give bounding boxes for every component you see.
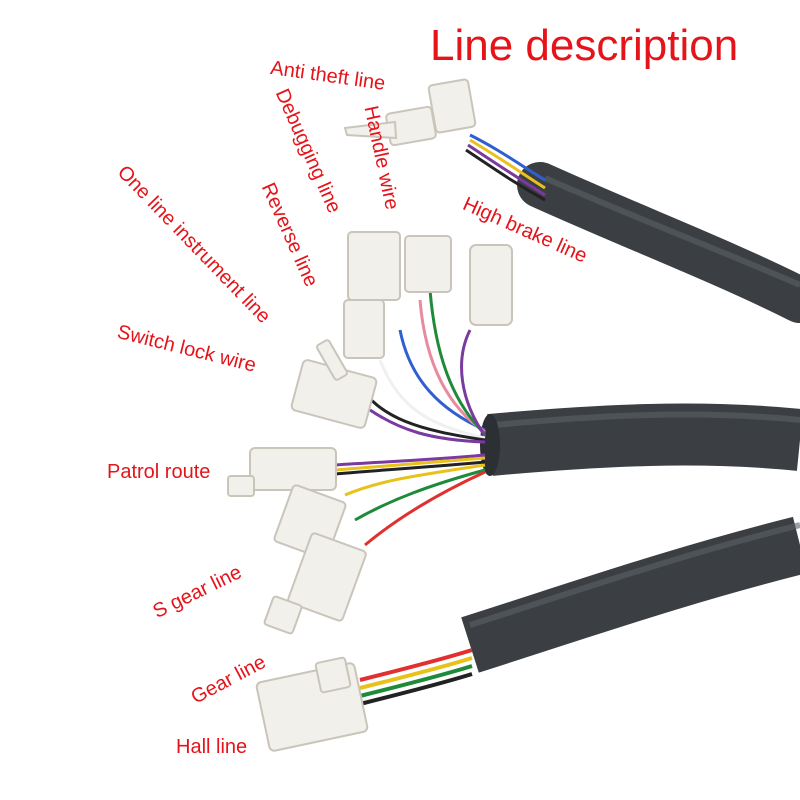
label-patrol-route: Patrol route bbox=[107, 461, 211, 483]
main-cable bbox=[487, 403, 800, 476]
lower-cable bbox=[461, 516, 800, 673]
debugging-connector bbox=[347, 231, 401, 301]
handle-connector bbox=[404, 235, 452, 293]
gear-connector bbox=[263, 532, 367, 635]
hall-connector bbox=[255, 656, 369, 752]
patrol-route-connector bbox=[227, 447, 337, 497]
reverse-connector bbox=[343, 299, 385, 359]
high-brake-connector bbox=[469, 244, 513, 326]
upper-cable-wires bbox=[465, 133, 546, 202]
lower-cable-wires bbox=[359, 648, 473, 706]
one-line-instrument-connector bbox=[316, 339, 348, 381]
anti-theft-connector bbox=[343, 78, 477, 147]
label-hall-line: Hall line bbox=[176, 736, 248, 758]
main-cable-wires bbox=[334, 289, 487, 547]
diagram-title: Line description bbox=[430, 21, 739, 70]
upper-cable bbox=[517, 162, 800, 323]
